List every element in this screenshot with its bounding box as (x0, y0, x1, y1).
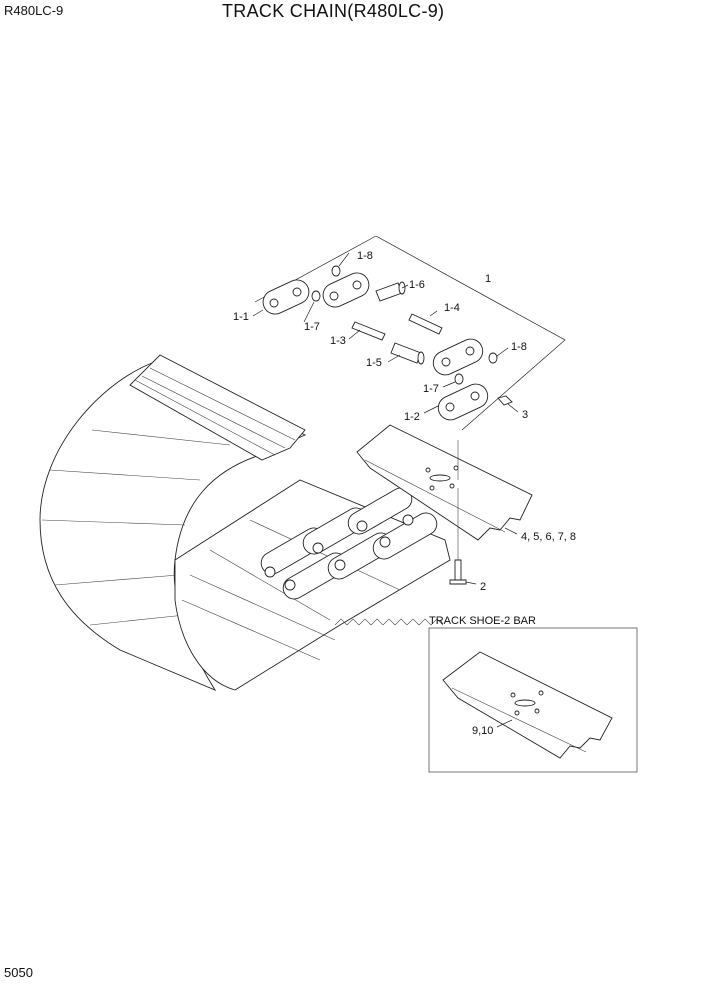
model-code: R480LC-9 (4, 3, 64, 18)
callout-1-7-upper: 1-7 (304, 321, 320, 333)
inset-title: TRACK SHOE-2 BAR (429, 615, 536, 627)
callout-1-5: 1-5 (366, 357, 382, 369)
inset-callout-9-10: 9,10 (472, 725, 493, 737)
callout-1-8-lower: 1-8 (511, 341, 527, 353)
callout-1-7-lower: 1-7 (423, 383, 439, 395)
exploded-parts (252, 235, 566, 585)
link-1-2 (432, 338, 484, 376)
callout-3: 3 (522, 409, 528, 421)
page-number: 5050 (4, 965, 33, 980)
callout-1-4: 1-4 (444, 302, 460, 314)
callout-1-3: 1-3 (330, 335, 346, 347)
callout-1: 1 (485, 273, 491, 285)
page-title: TRACK CHAIN(R480LC-9) (222, 1, 445, 21)
callouts: 1 1-1 1-2 1-3 1-4 1-5 1-6 1-7 1-7 1-8 1-… (233, 250, 576, 593)
track-assembly (39, 354, 451, 691)
callout-2: 2 (480, 581, 486, 593)
callout-4-8: 4, 5, 6, 7, 8 (521, 531, 576, 543)
link-1-1 (262, 279, 310, 315)
inset-track-shoe-2-bar: TRACK SHOE-2 BAR 9,10 (428, 615, 638, 773)
callout-1-8-upper: 1-8 (357, 250, 373, 262)
callout-1-1: 1-1 (233, 311, 249, 323)
track-shoe (356, 424, 533, 541)
callout-1-6: 1-6 (409, 279, 425, 291)
callout-1-2: 1-2 (404, 411, 420, 423)
